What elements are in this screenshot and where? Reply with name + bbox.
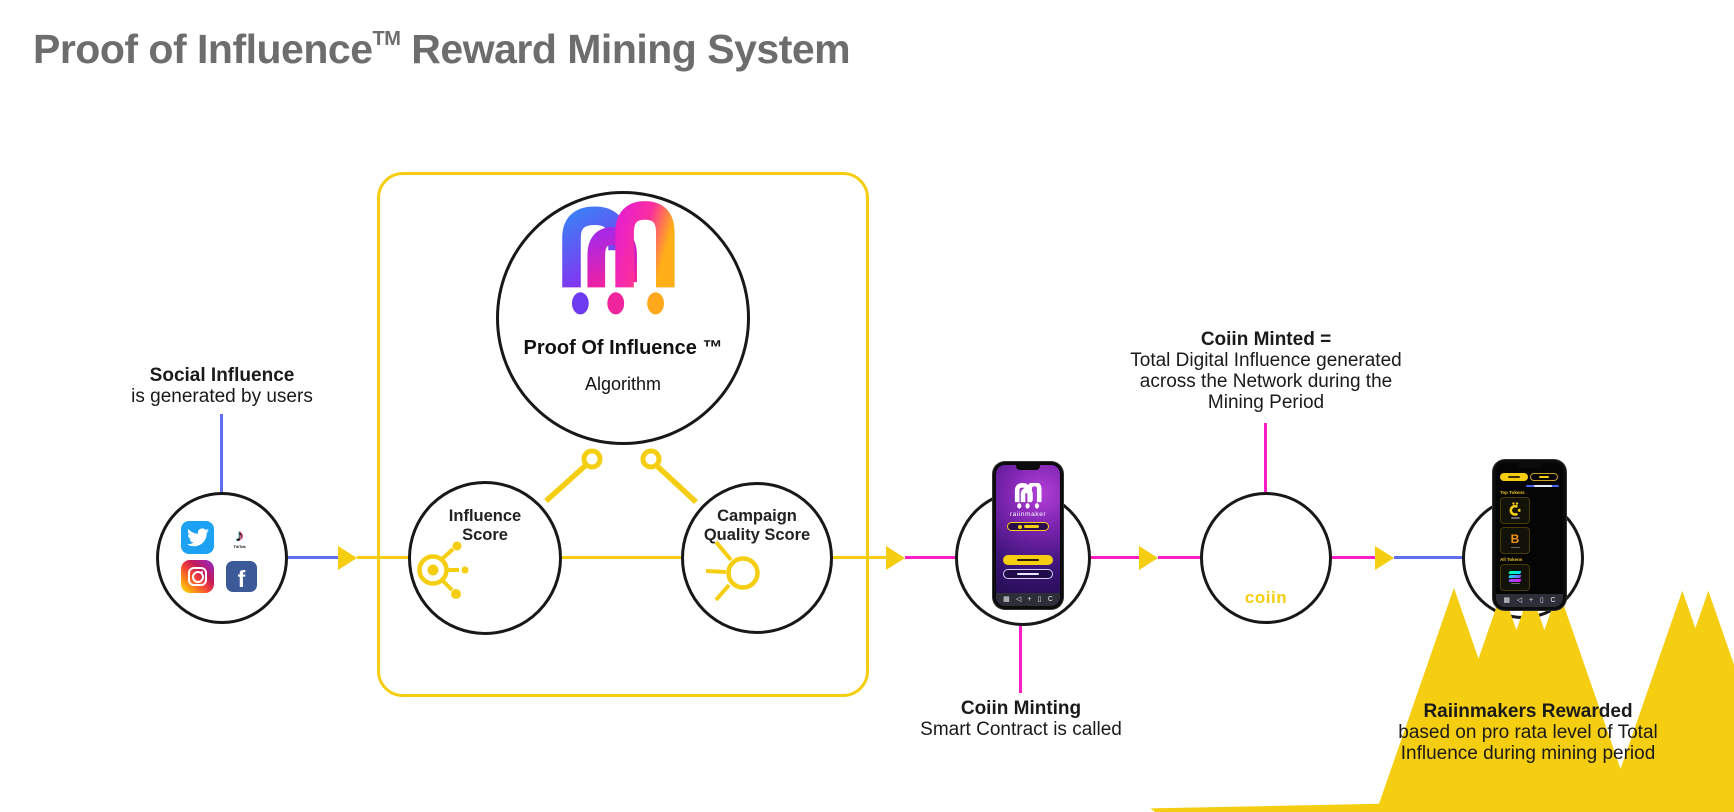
solana-icon bbox=[1508, 571, 1522, 582]
coiin-wordmark: coiin bbox=[1244, 588, 1288, 607]
coiin-minted-label: Coiin Minted = Total Digital Influence g… bbox=[1086, 329, 1446, 413]
connector-coiin-label-line bbox=[1264, 423, 1267, 492]
coiin-coin-icon bbox=[1017, 524, 1022, 529]
twitter-icon bbox=[181, 521, 214, 554]
top-tokens-grid: B bbox=[1500, 497, 1559, 554]
connector-box-to-influence bbox=[357, 556, 409, 559]
connector-campaign-to-arrow bbox=[832, 556, 887, 559]
connector-arrow-to-phone1 bbox=[905, 556, 957, 559]
plus-icon[interactable]: + bbox=[1027, 596, 1032, 603]
connector-arrow-to-coiin bbox=[1158, 556, 1202, 559]
share-icon[interactable]: ◁ bbox=[1516, 597, 1523, 604]
title-main: Proof of Influence bbox=[33, 26, 373, 72]
social-influence-subheading: is generated by users bbox=[131, 386, 313, 407]
title-tm: TM bbox=[372, 28, 401, 50]
phone-notch bbox=[1016, 465, 1040, 470]
join-campaign-button[interactable] bbox=[1003, 569, 1053, 579]
arrow-coiin-to-phone2-icon bbox=[1375, 546, 1394, 570]
tiktok-caption: TikTok bbox=[233, 544, 246, 549]
facebook-icon: f bbox=[226, 561, 257, 592]
campaign-quality-label: Campaign Quality Score bbox=[703, 507, 811, 544]
grid-icon[interactable]: ▦ bbox=[1003, 596, 1010, 603]
tab-nfts[interactable] bbox=[1530, 473, 1558, 481]
top-tokens-caption: Top Tokens bbox=[1500, 490, 1525, 495]
arrow-into-box-icon bbox=[338, 546, 357, 570]
coiin-minting-label: Coiin Minting Smart Contract is called bbox=[871, 698, 1171, 740]
connector-arrow-to-phone2 bbox=[1394, 556, 1463, 559]
all-tokens-caption: All Tokens bbox=[1500, 557, 1523, 562]
raiinmaker-logo-white-icon bbox=[1014, 483, 1042, 509]
bitcoin-token-tile[interactable]: B bbox=[1500, 527, 1530, 554]
title-rest: Reward Mining System bbox=[400, 26, 851, 72]
profile-icon[interactable]: ▯ bbox=[1539, 597, 1544, 604]
phone2-nav-bar: ▦ ◁ + ▯ C bbox=[1496, 594, 1563, 607]
coiin-nav-icon[interactable]: C bbox=[1047, 596, 1053, 603]
connector-phone1-to-arrow bbox=[1090, 556, 1140, 559]
connector-phone2-label-line bbox=[1525, 618, 1528, 696]
arrow-phone1-to-coiin-icon bbox=[1139, 546, 1158, 570]
profile-icon[interactable]: ▯ bbox=[1037, 596, 1042, 603]
social-influence-heading: Social Influence bbox=[149, 365, 295, 386]
phone-notch bbox=[1517, 463, 1542, 468]
tiktok-icon: ♪ TikTok bbox=[226, 523, 253, 553]
phone1-nav-bar: ▦ ◁ + ▯ C bbox=[996, 593, 1060, 606]
social-circle bbox=[156, 492, 288, 624]
connector-phone1-label-line bbox=[1019, 625, 1022, 693]
raiinmaker-app-name: raiinmaker bbox=[1009, 511, 1047, 518]
page-title: Proof of InfluenceTM Reward Mining Syste… bbox=[33, 26, 851, 73]
create-post-button[interactable] bbox=[1003, 555, 1053, 565]
bitcoin-icon: B bbox=[1510, 531, 1520, 546]
instagram-icon bbox=[181, 560, 214, 593]
solana-token-tile[interactable] bbox=[1500, 564, 1530, 591]
wallet-phone: Top Tokens B All Tokens ◆ bbox=[1493, 460, 1566, 610]
influence-score-circle bbox=[408, 481, 562, 635]
coiin-minting-heading: Coiin Minting bbox=[960, 698, 1082, 719]
campaign-quality-circle bbox=[681, 482, 833, 634]
coiin-token-tile[interactable] bbox=[1500, 497, 1530, 524]
algorithm-title: Proof Of Influence ™ bbox=[523, 337, 723, 359]
coiin-icon bbox=[1509, 502, 1521, 517]
connector-coiin-to-arrow bbox=[1331, 556, 1376, 559]
grid-icon[interactable]: ▦ bbox=[1503, 597, 1511, 604]
social-influence-label: Social Influence is generated by users bbox=[72, 365, 372, 407]
algorithm-subtitle: Algorithm bbox=[584, 374, 662, 394]
coiin-balance-pill[interactable] bbox=[1007, 522, 1049, 531]
transfer-tokens-button[interactable] bbox=[1526, 485, 1559, 487]
share-icon[interactable]: ◁ bbox=[1015, 596, 1022, 603]
raiinmaker-phone: raiinmaker ▦ ◁ + ▯ C bbox=[993, 462, 1063, 609]
raiinmakers-rewarded-label: Raiinmakers Rewarded based on pro rata l… bbox=[1349, 701, 1707, 764]
algorithm-circle bbox=[496, 191, 750, 445]
connector-social-label-line bbox=[220, 414, 223, 492]
algorithm-box bbox=[377, 172, 869, 697]
raiinmakers-rewarded-heading: Raiinmakers Rewarded bbox=[1423, 701, 1633, 722]
facebook-letter: f bbox=[237, 566, 246, 592]
coiin-nav-icon[interactable]: C bbox=[1550, 597, 1556, 604]
wallet-tab-bar bbox=[1500, 473, 1559, 481]
connector-social-to-box bbox=[288, 556, 339, 559]
tiktok-note-glyph: ♪ bbox=[235, 526, 244, 545]
arrow-box-to-phone-icon bbox=[886, 546, 905, 570]
tab-tokens[interactable] bbox=[1500, 473, 1528, 481]
coiin-minted-heading: Coiin Minted = bbox=[1200, 329, 1332, 350]
connector-influence-to-campaign bbox=[561, 556, 682, 559]
plus-icon[interactable]: + bbox=[1528, 597, 1534, 604]
influence-score-label: Influence Score bbox=[448, 507, 522, 544]
